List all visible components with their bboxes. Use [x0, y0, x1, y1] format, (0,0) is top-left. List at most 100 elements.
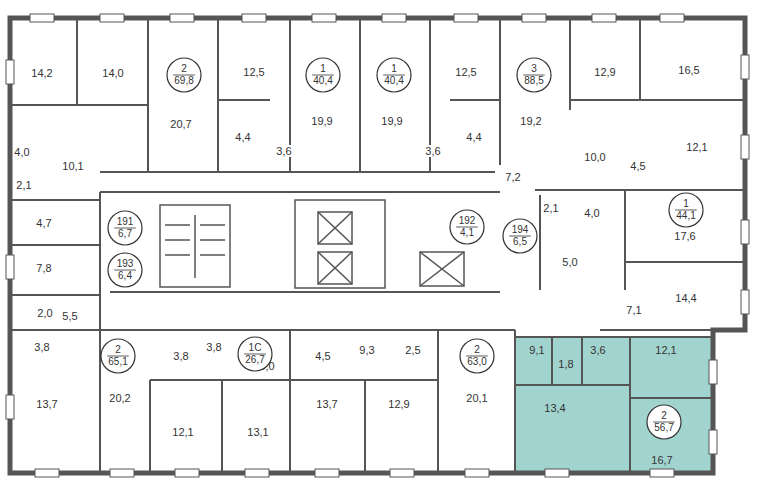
- apartment-badge: 256,7: [646, 404, 682, 440]
- apartment-badge: 388,5: [516, 57, 552, 93]
- apartment-badge: 1946,5: [502, 218, 538, 254]
- room-area: 2,5: [404, 344, 421, 356]
- room-area: 5,5: [61, 310, 78, 322]
- room-area: 14,0: [101, 67, 124, 79]
- room-area: 12,5: [242, 66, 265, 78]
- room-count: 1: [683, 198, 689, 210]
- room-area: 2,1: [15, 179, 32, 191]
- outer-wall: [10, 18, 745, 473]
- badge-outline: [460, 339, 494, 373]
- room-area: 19,9: [380, 115, 403, 127]
- room-area: 4,5: [629, 160, 646, 172]
- room-count: 2: [474, 344, 480, 356]
- apartment-badge: 1916,7: [107, 210, 143, 246]
- apartment-area: 65,1: [108, 356, 127, 368]
- apartment-area: 88,5: [524, 75, 543, 87]
- badge-outline: [377, 58, 411, 92]
- room-area: 4,4: [465, 131, 482, 143]
- room-area: 20,1: [465, 392, 488, 404]
- apartment-area: 63,0: [467, 356, 486, 368]
- badge-outline: [647, 405, 681, 439]
- apartment-badge: 265,1: [100, 338, 136, 374]
- room-count: 2: [181, 63, 187, 75]
- room-area: 7,2: [504, 171, 521, 183]
- room-area: 3,8: [33, 341, 50, 353]
- room-area: 13,7: [315, 398, 338, 410]
- apartment-area: 44,1: [676, 210, 695, 222]
- room-count: 194: [512, 224, 529, 236]
- room-area: 12,1: [171, 426, 194, 438]
- room-area: 14,2: [30, 67, 53, 79]
- room-area: 2,1: [542, 202, 559, 214]
- room-area: 3,6: [589, 344, 606, 356]
- room-area: 19,2: [519, 115, 542, 127]
- room-area: 12,9: [593, 66, 616, 78]
- apartment-badge: 1С26,7: [237, 336, 273, 372]
- room-area: 9,1: [528, 344, 545, 356]
- room-area: 12,1: [685, 141, 708, 153]
- room-area: 3,8: [172, 350, 189, 362]
- badge-outline: [238, 337, 272, 371]
- room-area: 4,0: [583, 207, 600, 219]
- room-area: 3,6: [275, 145, 292, 157]
- room-area: 7,1: [625, 304, 642, 316]
- apartment-area: 4,1: [460, 227, 474, 239]
- badge-outline: [450, 210, 484, 244]
- room-area: 4,7: [35, 217, 52, 229]
- apartment-area: 6,5: [513, 236, 527, 248]
- stair-and-lifts: [160, 200, 464, 288]
- room-area: 12,5: [454, 66, 477, 78]
- apartment-badge: 140,4: [376, 57, 412, 93]
- room-area: 2,0: [36, 307, 53, 319]
- badge-outline: [306, 58, 340, 92]
- room-count: 2: [115, 344, 121, 356]
- badge-outline: [101, 339, 135, 373]
- apartment-area: 26,7: [245, 354, 264, 366]
- room-area: 13,7: [35, 398, 58, 410]
- badge-outline: [167, 58, 201, 92]
- room-count: 192: [459, 215, 476, 227]
- room-count: 1С: [249, 342, 262, 354]
- apartment-area: 40,4: [384, 75, 403, 87]
- room-area: 19,9: [310, 115, 333, 127]
- badge-outline: [517, 58, 551, 92]
- room-area: 12,9: [387, 398, 410, 410]
- room-area: 13,4: [543, 402, 566, 414]
- apartment-badge: 1924,1: [449, 209, 485, 245]
- room-area: 7,8: [35, 262, 52, 274]
- badge-outline: [108, 211, 142, 245]
- room-count: 1: [391, 63, 397, 75]
- room-area: 12,1: [654, 344, 677, 356]
- apartment-area: 40,4: [313, 75, 332, 87]
- room-count: 2: [661, 410, 667, 422]
- room-count: 191: [117, 216, 134, 228]
- room-area: 10,1: [61, 160, 84, 172]
- apartment-badge: 140,4: [305, 57, 341, 93]
- room-count: 1: [320, 63, 326, 75]
- room-area: 4,4: [234, 131, 251, 143]
- badge-outline: [503, 219, 537, 253]
- room-area: 9,3: [358, 344, 375, 356]
- apartment-badge: 144,1: [668, 192, 704, 228]
- room-area: 17,6: [673, 230, 696, 242]
- room-area: 3,8: [205, 341, 222, 353]
- apartment-badge: 1936,4: [107, 252, 143, 288]
- windows: [6, 14, 749, 477]
- room-count: 3: [531, 63, 537, 75]
- room-area: 14,4: [674, 292, 697, 304]
- room-area: 3,6: [424, 145, 441, 157]
- room-area: 4,5: [314, 350, 331, 362]
- room-area: 20,2: [108, 392, 131, 404]
- apartment-area: 56,7: [654, 422, 673, 434]
- room-area: 13,1: [246, 426, 269, 438]
- badge-outline: [108, 253, 142, 287]
- room-area: 20,7: [169, 118, 192, 130]
- room-area: 1,8: [557, 358, 574, 370]
- apartment-area: 69,8: [174, 75, 193, 87]
- room-area: 5,0: [561, 256, 578, 268]
- highlighted-apartment: [515, 337, 713, 473]
- room-area: 16,5: [677, 64, 700, 76]
- apartment-badge: 269,8: [166, 57, 202, 93]
- badge-outline: [669, 193, 703, 227]
